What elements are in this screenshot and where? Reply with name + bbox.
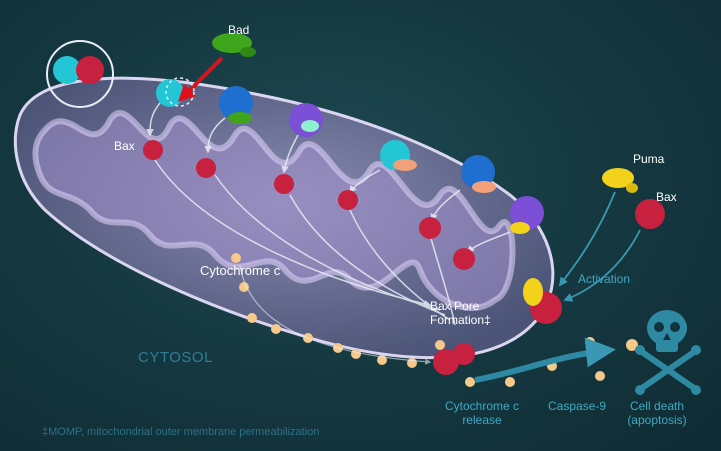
membrane-proteins — [156, 79, 544, 234]
bcl-purple-protein-2 — [510, 196, 544, 230]
label-cytochrome-c: Cytochrome c — [200, 263, 281, 278]
label-bax-pore-formation: Bax Pore Formation‡ — [430, 299, 491, 328]
bax-activator — [635, 199, 665, 229]
bound-glow — [301, 120, 319, 132]
bax-proteins — [143, 140, 562, 375]
label-bax-pore-line2: Formation‡ — [430, 312, 491, 327]
label-death-line1: Cell death — [629, 399, 685, 413]
bound-orange — [393, 159, 417, 171]
label-puma: Puma — [633, 152, 665, 166]
label-bax-right: Bax — [656, 190, 677, 204]
label-release-line2: release — [462, 412, 502, 427]
red-arrow-icon — [165, 56, 224, 107]
bcl2-blue-protein — [219, 86, 253, 120]
label-death-line2: (apoptosis) — [627, 412, 687, 427]
cyto-path-arrow — [239, 264, 432, 365]
puma-protein — [602, 168, 638, 193]
label-caspase-9: Caspase-9 — [548, 399, 607, 413]
apoptosis-arrow — [474, 337, 616, 383]
label-bax-pore-line1: Bax Pore — [430, 299, 480, 313]
bcl-cyan-protein — [156, 79, 184, 107]
bcl-purple-protein — [289, 103, 323, 137]
label-activation: Activation — [578, 272, 631, 286]
skull-crossbones-icon — [635, 310, 701, 395]
bad-ligand — [212, 33, 256, 57]
bcl2-blue-protein-2 — [461, 155, 495, 189]
puma-on-pore — [523, 278, 543, 306]
activation-arrows — [558, 191, 641, 302]
puma-bound — [510, 222, 530, 234]
label-bax-top: Bax — [114, 139, 135, 153]
label-cell-death: Cell death (apoptosis) — [626, 399, 688, 428]
label-bad: Bad — [228, 23, 250, 37]
bad-bound — [228, 112, 252, 124]
inset-complex — [46, 40, 114, 108]
label-cytosol: CYTOSOL — [138, 349, 213, 366]
release-arrows — [146, 102, 511, 326]
footnote: ‡MOMP, mitochondrial outer membrane perm… — [42, 426, 320, 438]
bound-orange-2 — [472, 181, 496, 193]
label-release-line1: Cytochrome c — [444, 399, 520, 413]
label-cytochrome-c-release: Cytochrome c release — [442, 399, 522, 428]
inner-membrane-cristae — [32, 110, 516, 312]
